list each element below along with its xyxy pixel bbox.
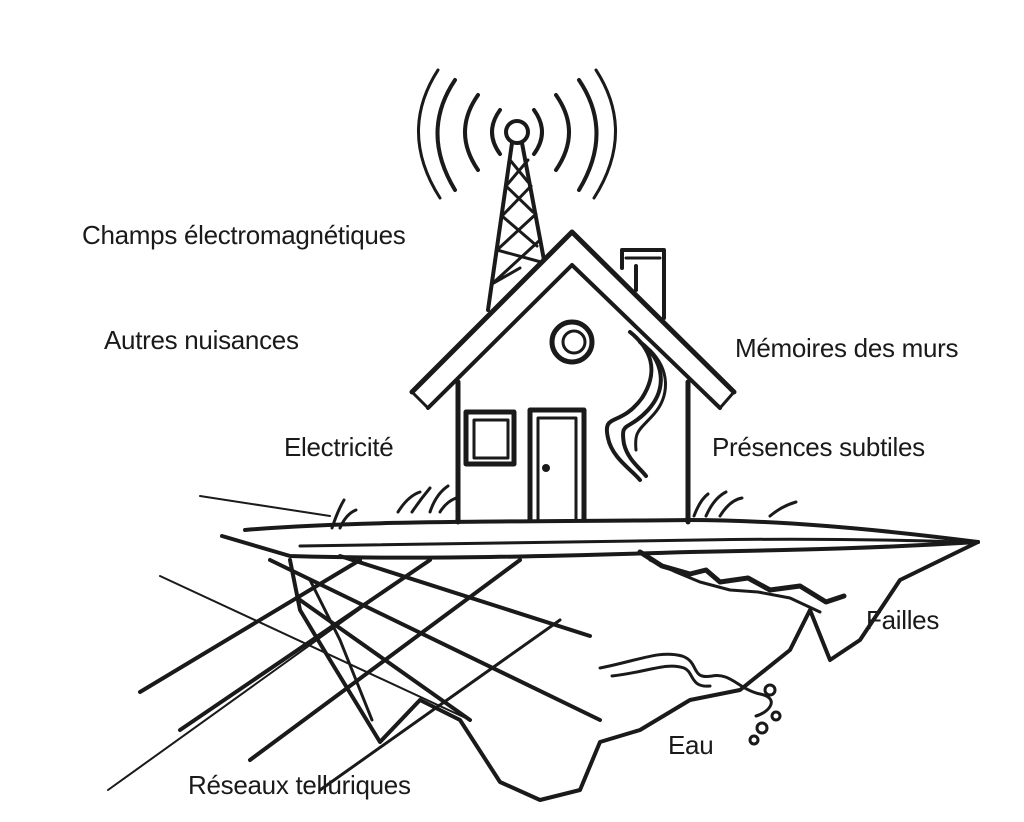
- fault-crack: [637, 549, 847, 614]
- telluric-grid: [107, 495, 602, 792]
- door: [527, 407, 587, 523]
- house-walls: [455, 379, 691, 525]
- round-window: [549, 319, 595, 365]
- electricity-label: Electricité: [284, 432, 394, 462]
- square-window: [463, 409, 517, 467]
- roof: [409, 229, 737, 410]
- subtle-presence-swirl: [604, 330, 667, 482]
- underground-outline: [288, 540, 980, 802]
- other-nuisances-label: Autres nuisances: [104, 325, 299, 355]
- telluric-networks-label: Réseaux telluriques: [188, 770, 411, 800]
- emf-label: Champs électromagnétiques: [82, 220, 406, 250]
- chimney: [620, 248, 666, 320]
- radio-waves: [417, 68, 617, 200]
- faults-label: Failles: [866, 605, 940, 635]
- antenna-tower: [486, 119, 546, 312]
- water-label: Eau: [668, 730, 714, 760]
- water-stream: [598, 652, 782, 746]
- subtle-presences-label: Présences subtiles: [712, 432, 925, 462]
- ground-slab: [220, 518, 980, 560]
- wall-memory-label: Mémoires des murs: [735, 333, 959, 363]
